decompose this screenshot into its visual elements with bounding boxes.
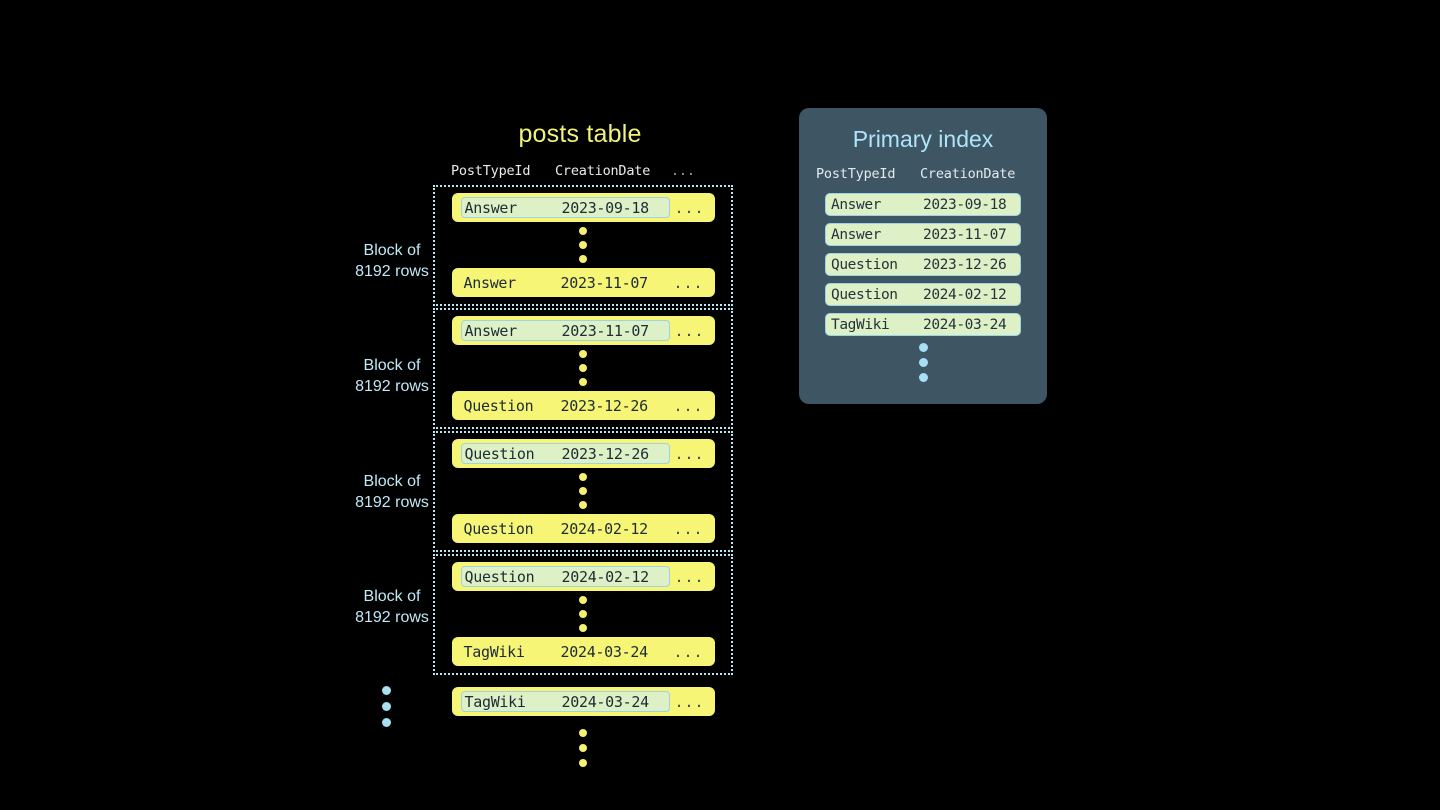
cell-posttypeid: Question [464,567,535,586]
cell-creationdate: 2023-11-07 [560,273,649,292]
trailing-table-row-container: TagWiki 2024-03-24 ... [433,687,733,716]
index-cell-posttypeid: Answer [831,196,881,213]
cell-ellipsis: ... [673,642,704,661]
block-row-group: Answer 2023-11-07 ... Question 2023-12-2… [433,308,733,429]
posts-table-section: posts table PostTypeId CreationDate ... … [433,118,733,774]
table-row[interactable]: Answer 2023-11-07 ... [451,316,715,345]
cell-ellipsis: ... [674,198,705,217]
row-cells: TagWiki 2024-03-24 [461,641,668,662]
posts-table-column-headers: PostTypeId CreationDate ... [433,163,733,179]
block-row-group: Question 2023-12-26 ... Question 2024-02… [433,431,733,552]
cell-creationdate: 2024-02-12 [561,567,650,586]
vertical-ellipsis-dots [435,468,731,514]
row-cells: Answer 2023-11-07 [461,272,668,293]
row-highlight-box: Question 2023-12-26 [460,443,670,464]
index-cell-creationdate: 2023-12-26 [923,256,1007,273]
index-cell-posttypeid: Question [831,256,898,273]
table-row[interactable]: TagWiki 2024-03-24 ... [451,637,715,666]
primary-index-title: Primary index [852,126,994,152]
index-cell-creationdate: 2023-11-07 [923,226,1007,243]
index-cell-creationdate: 2023-09-18 [923,196,1007,213]
vertical-ellipsis-dots [435,591,731,637]
cell-creationdate: 2024-03-24 [560,642,649,661]
cell-posttypeid: Answer [464,198,518,217]
column-header-posttypeid: PostTypeId [451,163,531,179]
cell-ellipsis: ... [673,396,704,415]
table-row[interactable]: Question 2024-02-12 ... [451,514,715,543]
cell-ellipsis: ... [674,321,705,340]
cell-ellipsis: ... [673,273,704,292]
row-highlight-box: Answer 2023-09-18 [460,197,670,218]
cell-ellipsis: ... [674,444,705,463]
block-row-group: Answer 2023-09-18 ... Answer 2023-11-07 … [433,185,733,306]
cell-ellipsis: ... [673,519,704,538]
index-column-header-posttypeid: PostTypeId [816,166,896,182]
table-row[interactable]: Question 2023-12-26 ... [451,439,715,468]
row-highlight-box: Question 2024-02-12 [460,566,670,587]
primary-index-rows: Answer 2023-09-18 Answer 2023-11-07 Ques… [799,193,1047,336]
index-cell-posttypeid: Answer [831,226,881,243]
row-highlight-box: TagWiki 2024-03-24 [460,691,670,712]
block-label-line2: 8192 rows [355,378,429,395]
block-labels-rail: Block of 8192 rows Block of 8192 rows Bl… [333,0,453,810]
table-continuation-dots [433,722,733,774]
cell-posttypeid: Question [463,519,534,538]
row-cells: Question 2023-12-26 [461,395,668,416]
cell-creationdate: 2023-11-07 [561,321,650,340]
primary-index-panel: Primary index PostTypeId CreationDate An… [799,108,1047,404]
index-cell-creationdate: 2024-03-24 [923,316,1007,333]
index-row[interactable]: Answer 2023-11-07 [825,223,1021,246]
index-row[interactable]: Question 2024-02-12 [825,283,1021,306]
block-label-line1: Block of [363,242,421,259]
cell-posttypeid: Question [464,444,535,463]
block-label-line2: 8192 rows [355,263,429,280]
table-row[interactable]: TagWiki 2024-03-24 ... [451,687,715,716]
index-column-header-creationdate: CreationDate [920,166,1016,182]
cell-posttypeid: Question [463,396,534,415]
block-label: Block of 8192 rows [333,240,451,282]
block-label: Block of 8192 rows [333,355,451,397]
vertical-ellipsis-dots [435,345,731,391]
blocks-container: Answer 2023-09-18 ... Answer 2023-11-07 … [433,185,733,675]
cell-posttypeid: TagWiki [464,692,526,711]
block-label-line1: Block of [363,588,421,605]
block-label: Block of 8192 rows [333,471,451,513]
block-label-line2: 8192 rows [355,609,429,626]
index-cell-posttypeid: TagWiki [831,316,890,333]
table-row[interactable]: Answer 2023-11-07 ... [451,268,715,297]
row-highlight-box: Answer 2023-11-07 [460,320,670,341]
block-label-line1: Block of [363,357,421,374]
cell-ellipsis: ... [674,692,705,711]
cell-creationdate: 2024-03-24 [561,692,650,711]
vertical-ellipsis-dots [435,222,731,268]
index-row[interactable]: Question 2023-12-26 [825,253,1021,276]
cell-creationdate: 2023-09-18 [561,198,650,217]
cell-posttypeid: TagWiki [463,642,525,661]
cell-creationdate: 2023-12-26 [560,396,649,415]
index-row[interactable]: TagWiki 2024-03-24 [825,313,1021,336]
column-header-creationdate: CreationDate [555,163,651,179]
row-cells: Question 2024-02-12 [461,518,668,539]
index-continuation-dots [799,343,1047,382]
cell-ellipsis: ... [674,567,705,586]
index-cell-posttypeid: Question [831,286,898,303]
column-header-ellipsis: ... [671,163,695,179]
block-continuation-dots [382,686,391,727]
index-cell-creationdate: 2024-02-12 [923,286,1007,303]
block-label-line2: 8192 rows [355,494,429,511]
block-label-line1: Block of [363,473,421,490]
block-row-group: Question 2024-02-12 ... TagWiki 2024-03-… [433,554,733,675]
table-row[interactable]: Question 2023-12-26 ... [451,391,715,420]
page-title: posts table [518,120,642,148]
cell-posttypeid: Answer [463,273,517,292]
table-row[interactable]: Question 2024-02-12 ... [451,562,715,591]
cell-creationdate: 2024-02-12 [560,519,649,538]
primary-index-column-headers: PostTypeId CreationDate [799,166,1047,182]
cell-posttypeid: Answer [464,321,518,340]
cell-creationdate: 2023-12-26 [561,444,650,463]
index-row[interactable]: Answer 2023-09-18 [825,193,1021,216]
table-row[interactable]: Answer 2023-09-18 ... [451,193,715,222]
block-label: Block of 8192 rows [333,586,451,628]
